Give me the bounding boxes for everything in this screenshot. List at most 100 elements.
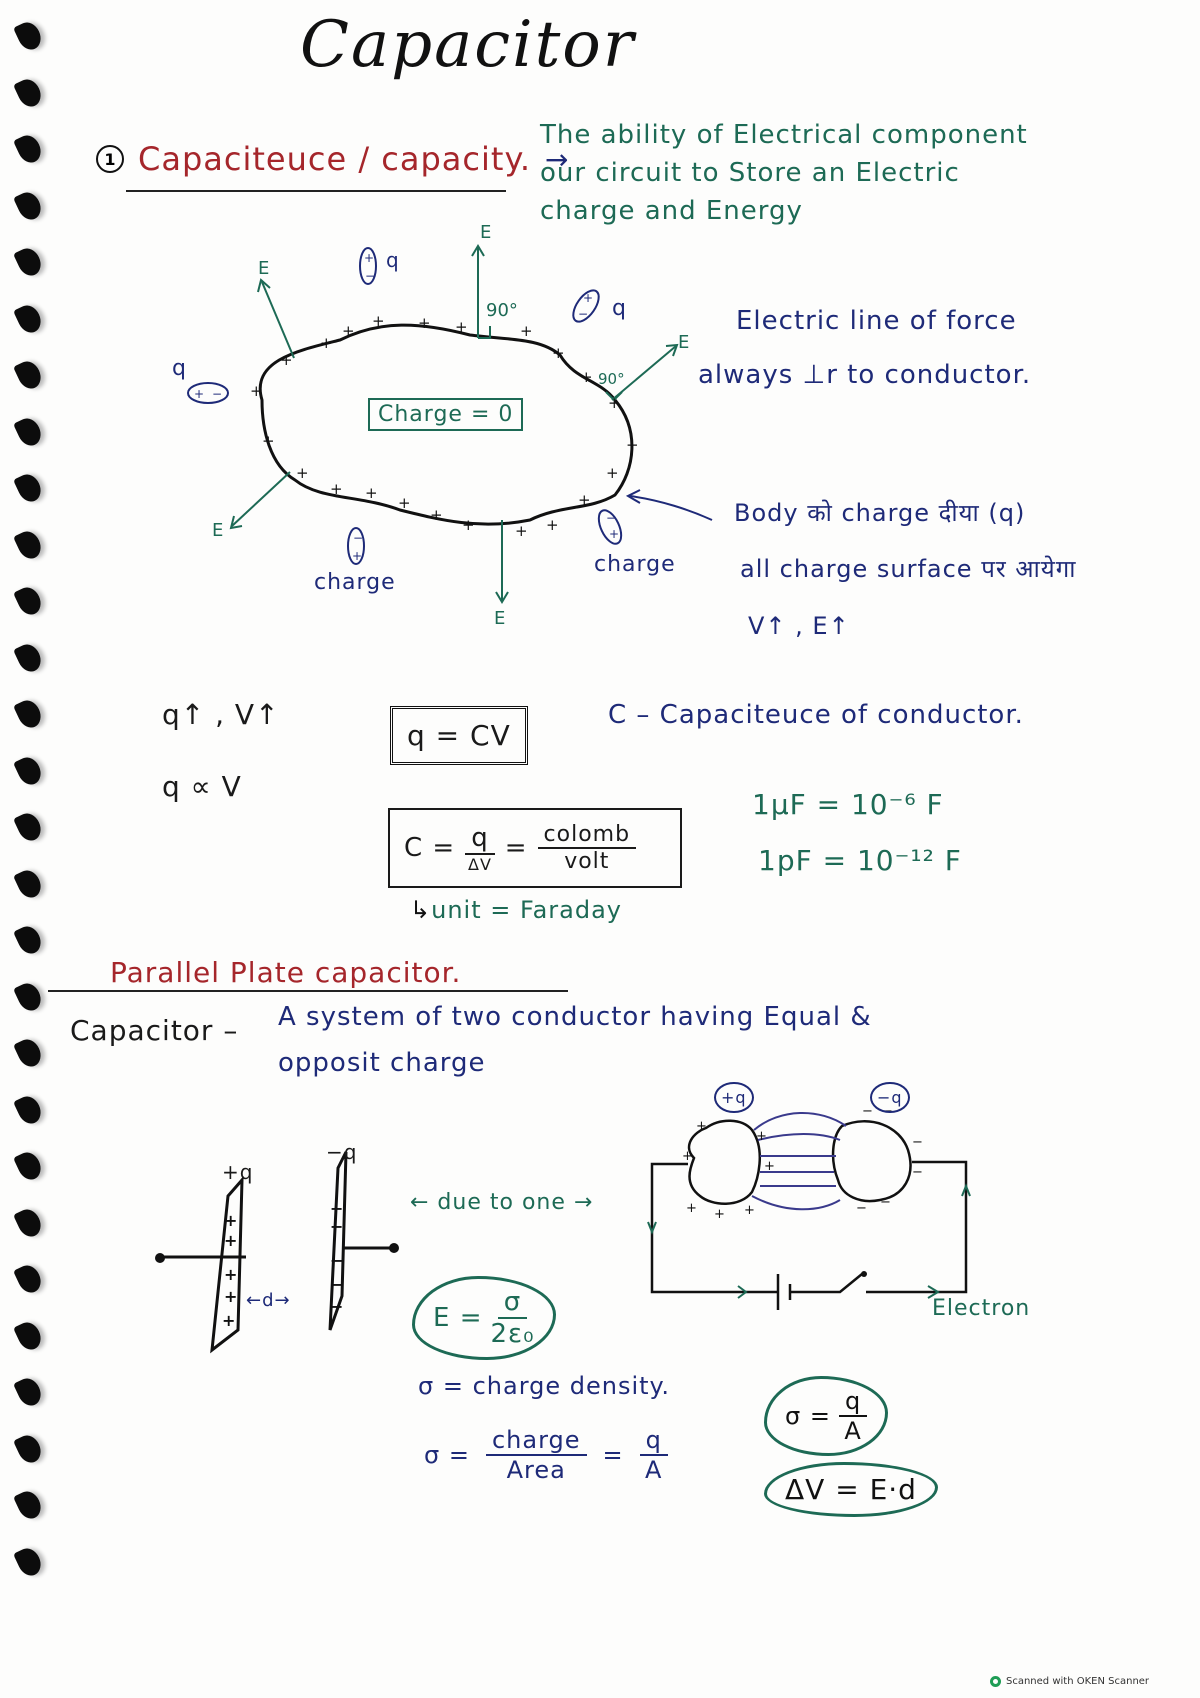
field-formula-cloud: E = σ 2ε₀ xyxy=(412,1276,556,1360)
field-line-note-2: always ⊥r to conductor. xyxy=(698,360,1032,390)
svg-text:+: + xyxy=(580,368,593,386)
svg-text:+: + xyxy=(578,491,591,509)
charge-density-definition: σ = charge density. xyxy=(418,1372,670,1400)
svg-text:+: + xyxy=(462,516,475,534)
svg-text:90°: 90° xyxy=(598,370,625,388)
svg-text:−: − xyxy=(578,307,588,321)
svg-text:+: + xyxy=(280,351,293,369)
arrow-right-icon: → xyxy=(544,142,569,176)
due-to-one-note: ← due to one → xyxy=(410,1190,594,1215)
frac-den: volt xyxy=(564,849,610,874)
frac-num: charge xyxy=(485,1426,587,1456)
frac-den: ΔV xyxy=(468,854,492,874)
sigma-over-2e0: σ 2ε₀ xyxy=(490,1287,534,1349)
frac-num: q xyxy=(639,1426,668,1456)
unit-faraday-note: ↳unit = Faraday xyxy=(410,896,622,924)
svg-text:−: − xyxy=(856,1201,867,1216)
svg-text:+: + xyxy=(364,251,374,265)
frac-num: colomb xyxy=(537,822,637,849)
v-e-increase-note: V↑ , E↑ xyxy=(748,612,850,640)
page-title: Capacitor xyxy=(300,8,636,82)
svg-text:+: + xyxy=(583,291,593,305)
svg-text:−: − xyxy=(330,1217,343,1236)
charge-label-bottom-left: charge xyxy=(314,570,396,595)
svg-text:+: + xyxy=(756,1129,767,1144)
svg-text:+: + xyxy=(626,436,639,454)
svg-text:+: + xyxy=(352,549,362,563)
svg-text:+: + xyxy=(418,314,431,332)
svg-text:−: − xyxy=(330,1297,343,1316)
section-2-underline xyxy=(48,990,568,992)
conductor-blob xyxy=(258,323,634,526)
svg-text:+: + xyxy=(686,1201,697,1216)
svg-text:+: + xyxy=(262,432,275,450)
svg-text:−: − xyxy=(330,1275,343,1294)
svg-text:E: E xyxy=(494,608,505,629)
svg-text:−: − xyxy=(606,511,616,525)
coulomb-over-volt: colomb volt xyxy=(537,822,637,874)
svg-text:−: − xyxy=(862,1104,873,1119)
svg-text:+: + xyxy=(552,344,565,362)
svg-text:+: + xyxy=(365,484,378,502)
svg-text:+: + xyxy=(520,322,533,340)
svg-text:E: E xyxy=(480,222,491,243)
scanner-text: Scanned with OKEN Scanner xyxy=(1006,1676,1150,1687)
q-over-a: q A xyxy=(838,1387,868,1445)
svg-text:−: − xyxy=(330,1199,343,1218)
equals-sign: = xyxy=(504,833,528,863)
svg-text:+: + xyxy=(515,522,528,540)
frac-den: Area xyxy=(506,1456,566,1484)
charge-over-area: charge Area xyxy=(485,1426,587,1484)
svg-text:+: + xyxy=(682,1149,693,1164)
capacitance-formula-box: C = q ΔV = colomb volt xyxy=(388,808,682,888)
svg-text:+: + xyxy=(330,480,343,498)
body-charge-note-1: Body को charge दीया (q) xyxy=(734,499,1026,527)
sigma-lhs: σ = xyxy=(785,1402,831,1430)
charge-label-bottom-right: charge xyxy=(594,552,676,577)
field-line-note-1: Electric line of force xyxy=(736,306,1017,336)
frac-den: 2ε₀ xyxy=(490,1319,535,1349)
svg-text:+: + xyxy=(250,382,263,400)
svg-text:−: − xyxy=(912,1165,923,1180)
capacitor-definition-1: A system of two conductor having Equal & xyxy=(278,1002,872,1032)
potential-difference-cloud: ΔV = E·d xyxy=(764,1462,938,1517)
capacitor-definition-2: opposit charge xyxy=(278,1048,486,1078)
svg-text:+: + xyxy=(320,334,333,352)
svg-text:+: + xyxy=(224,1287,237,1306)
svg-text:+: + xyxy=(224,1231,237,1250)
svg-text:+: + xyxy=(224,1265,237,1284)
svg-text:E: E xyxy=(258,258,269,279)
svg-text:90°: 90° xyxy=(486,300,518,321)
frac-num: q xyxy=(838,1387,868,1417)
sigma-formula-cloud: σ = q A xyxy=(764,1376,889,1456)
svg-text:+: + xyxy=(455,318,468,336)
section-1-heading-row: 1 Capaciteuce / capacity. → xyxy=(96,140,568,178)
definition-line: charge and Energy xyxy=(540,196,803,226)
svg-text:+: + xyxy=(342,322,355,340)
svg-text:+: + xyxy=(398,494,411,512)
frac-num: q xyxy=(465,823,495,855)
section-1-heading: Capaciteuce / capacity. xyxy=(138,140,531,178)
svg-text:+: + xyxy=(296,464,309,482)
svg-text:−: − xyxy=(212,387,222,401)
svg-text:E: E xyxy=(212,520,223,541)
electron-label: Electron xyxy=(932,1296,1031,1321)
plate-gap-label: ←d→ xyxy=(246,1290,291,1311)
charge-zero-box: Charge = 0 xyxy=(368,398,524,431)
section-2-heading: Parallel Plate capacitor. xyxy=(110,956,462,989)
dipole-label-right: q xyxy=(612,296,627,321)
svg-text:+: + xyxy=(546,516,559,534)
plus-q-badge: +q xyxy=(714,1082,754,1113)
svg-text:+: + xyxy=(609,527,619,541)
q-v-increase: q↑ , V↑ xyxy=(162,698,280,731)
q-over-dv: q ΔV xyxy=(465,823,495,874)
svg-text:+: + xyxy=(714,1207,725,1222)
minus-plate-label: −q xyxy=(326,1140,358,1164)
body-charge-note-2: all charge surface पर आयेगा xyxy=(740,555,1077,583)
minus-q-badge: −q xyxy=(870,1082,910,1113)
pico-farad-conversion: 1pF = 10⁻¹² F xyxy=(758,844,962,877)
svg-text:+: + xyxy=(194,387,204,401)
field-lhs: E = xyxy=(433,1303,483,1333)
plus-plate-label: +q xyxy=(222,1160,254,1184)
